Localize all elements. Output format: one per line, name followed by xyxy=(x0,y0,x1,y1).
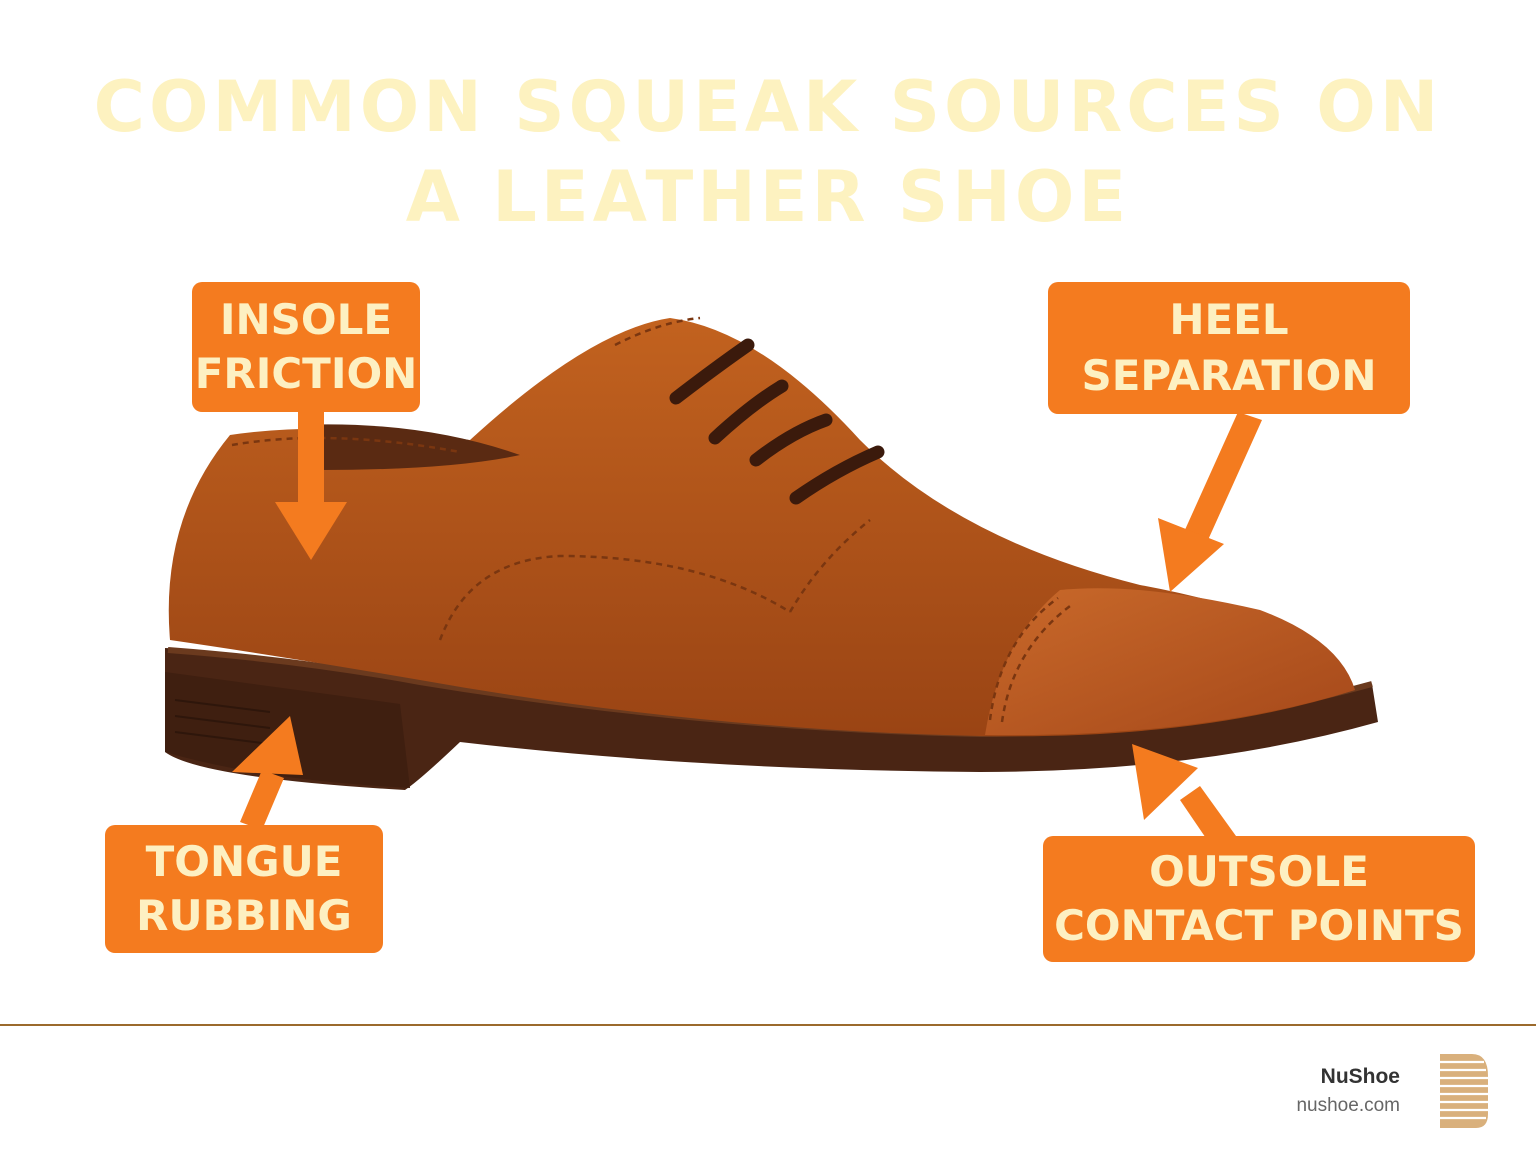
arrow-outsole xyxy=(1132,744,1236,850)
callout-outsole-line-1: OUTSOLE xyxy=(1149,847,1369,896)
callout-outsole-line-2: CONTACT POINTS xyxy=(1054,901,1464,950)
shoe-outsole xyxy=(165,648,1378,790)
callout-insole-friction: INSOLE FRICTION xyxy=(192,282,420,412)
callout-insole-line-2: FRICTION xyxy=(194,349,418,398)
arrow-insole xyxy=(275,412,347,560)
arrow-heel xyxy=(1158,412,1262,592)
callout-tongue-line-2: RUBBING xyxy=(136,891,352,940)
footer-divider xyxy=(0,1024,1536,1026)
callout-insole-line-1: INSOLE xyxy=(219,295,393,344)
callout-outsole-contact-points: OUTSOLE CONTACT POINTS xyxy=(1043,836,1475,962)
title-line-2: A LEATHER SHOE xyxy=(405,156,1131,238)
brand-name: NuShoe xyxy=(1320,1065,1400,1088)
page-title: COMMON SQUEAK SOURCES ON A LEATHER SHOE xyxy=(0,62,1536,242)
title-line-1: COMMON SQUEAK SOURCES ON xyxy=(93,66,1443,148)
callout-heel-separation: HEEL SEPARATION xyxy=(1048,282,1410,414)
brand-url[interactable]: nushoe.com xyxy=(1296,1095,1400,1116)
shoe-laces xyxy=(669,338,885,505)
shoe-stitching xyxy=(231,316,1071,723)
callout-tongue-line-1: TONGUE xyxy=(145,837,343,886)
nushoe-logo-icon xyxy=(1434,1054,1488,1128)
shoe-toe-cap xyxy=(985,588,1355,736)
footer-brand: NuShoe nushoe.com xyxy=(1296,1063,1400,1121)
callout-tongue-rubbing: TONGUE RUBBING xyxy=(105,825,383,953)
arrow-tongue xyxy=(232,716,303,830)
callout-heel-line-2: SEPARATION xyxy=(1081,351,1377,400)
callout-heel-line-1: HEEL xyxy=(1169,295,1289,344)
heel-stack-lines xyxy=(174,699,271,745)
shoe-inner-collar xyxy=(298,424,520,470)
